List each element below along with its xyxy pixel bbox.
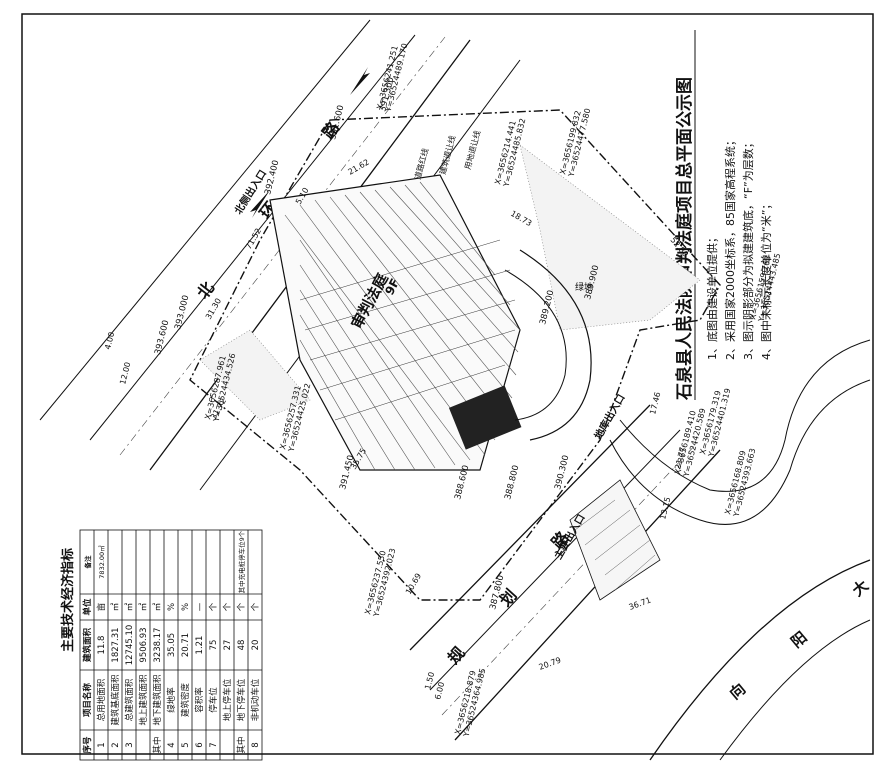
table-header-cell: 备注 bbox=[83, 555, 92, 570]
table-cell: 48 bbox=[237, 640, 247, 651]
note-3: 3、图示阴影部分为拟建建筑底，“F”为层数； bbox=[741, 137, 755, 360]
elev-9: 388.800 bbox=[503, 464, 521, 501]
table-cell: 6 bbox=[195, 742, 205, 747]
dim-1: 21.62 bbox=[347, 157, 371, 176]
table-cell: 8 bbox=[251, 742, 261, 747]
dim-14: 20.79 bbox=[538, 656, 563, 672]
dim-11: 10.69 bbox=[404, 572, 423, 596]
elev-4: 393.600 bbox=[153, 319, 171, 356]
dim-10: 4.00 bbox=[103, 331, 116, 350]
table-cell: ㎡ bbox=[153, 602, 163, 611]
green-area: 绿地 bbox=[199, 144, 701, 421]
table-cell: 1827.31 bbox=[111, 627, 121, 662]
table-cell: 75 bbox=[209, 640, 219, 651]
drawing-frame bbox=[21, 13, 874, 755]
table-cell: 非机动车位 bbox=[250, 678, 261, 721]
coord-10: X=3656237.550Y=36524392.023 bbox=[363, 545, 397, 618]
driveway-inner bbox=[504, 269, 567, 421]
note-2: 2、采用国家2000坐标系，85国家高程系统； bbox=[723, 135, 737, 360]
road-label-xiangyang: 向 阳 大 道 bbox=[726, 506, 888, 703]
table-cell: 建筑基底面积 bbox=[110, 674, 121, 726]
table-cell: ㎡ bbox=[139, 602, 149, 611]
table-cell: 容积率 bbox=[194, 687, 205, 713]
tech-index-table: 主要技术经济指标 序号 项目名称 建筑面积 单位 备注 1 总用地面积 11.8 亩 7832.0… bbox=[60, 529, 263, 761]
table-header-cell: 项目名称 bbox=[82, 683, 93, 718]
table-title: 主要技术经济指标 bbox=[60, 548, 76, 652]
table-cell: % bbox=[181, 603, 191, 611]
table-cell: 地上停车位 bbox=[222, 678, 233, 721]
north-arrow-icon bbox=[250, 190, 270, 218]
table-cell: 其中充电桩停车位9个 bbox=[237, 530, 246, 593]
dim-12: 6.00 bbox=[433, 681, 446, 700]
table-cell: 27 bbox=[223, 640, 233, 651]
coord-11: X=3656218.879Y=36524364.985 bbox=[453, 665, 487, 738]
setback-label-3: 道路红线 bbox=[412, 147, 430, 180]
table-cell: 20 bbox=[251, 640, 261, 651]
building-floors: 9F bbox=[382, 276, 402, 297]
site-boundary bbox=[189, 109, 721, 601]
elev-3: 393.000 bbox=[173, 294, 191, 331]
table-cell: 5 bbox=[181, 742, 191, 747]
table-cell: 3238.17 bbox=[153, 627, 163, 662]
table-cell: 绿地率 bbox=[166, 687, 177, 713]
east-arrow-icon bbox=[350, 67, 370, 95]
table-cell: 1.21 bbox=[195, 636, 205, 655]
table-cell: 地上建筑面积 bbox=[138, 674, 149, 726]
coord-3: X=3656199.832Y=36524477.580 bbox=[558, 105, 592, 178]
driveway bbox=[519, 249, 592, 441]
setback-label-1: 用地退让线 bbox=[462, 129, 482, 170]
table-cell: ㎡ bbox=[111, 602, 121, 611]
table-header-cell: 序号 bbox=[82, 736, 93, 755]
table-cell: 7 bbox=[209, 742, 219, 747]
note-4: 4、图中未标示长度单位为“米”； bbox=[759, 199, 773, 360]
table-cell: 建筑密度 bbox=[180, 683, 191, 718]
table-cell: 9506.93 bbox=[139, 627, 149, 662]
dim-9: 12.00 bbox=[118, 361, 132, 385]
table-cell: 个 bbox=[237, 602, 247, 611]
table-header-cell: 建筑面积 bbox=[82, 628, 93, 664]
table-cell: 总建筑面积 bbox=[124, 678, 135, 721]
table-cell: — bbox=[195, 602, 205, 611]
table-cell: 2 bbox=[111, 742, 121, 747]
elev-7: 390.300 bbox=[553, 454, 571, 491]
table-cell: 亩 bbox=[96, 603, 107, 612]
table-cell: 3 bbox=[125, 742, 135, 747]
table-cell: 个 bbox=[223, 602, 233, 611]
table-cell: 1 bbox=[97, 742, 107, 747]
dim-5: 18.73 bbox=[509, 209, 533, 228]
table-cell: 11.8 bbox=[97, 636, 107, 655]
coord-9: X=3656168.809Y=36524393.663 bbox=[723, 445, 757, 518]
title-block: 石泉县人民法院审判法庭项目总平面公示图 1、底图由建设单位提供； 2、采用国家2… bbox=[674, 30, 773, 401]
table-cell: 个 bbox=[209, 602, 219, 611]
main-building: 审判法庭 9F bbox=[269, 174, 522, 471]
table-cell: 20.71 bbox=[181, 633, 191, 657]
table-cell: 4 bbox=[167, 742, 177, 747]
table-cell: 12745.10 bbox=[125, 625, 135, 666]
table-cell: 其中 bbox=[152, 736, 163, 753]
setback-label-2: 建筑退让线 bbox=[437, 134, 457, 175]
table-cell: 停车位 bbox=[208, 687, 219, 713]
dim-15: 36.71 bbox=[628, 596, 653, 612]
drawing-title: 石泉县人民法院审判法庭项目总平面公示图 bbox=[674, 77, 695, 401]
table-cell: 地下建筑面积 bbox=[152, 674, 163, 726]
dim-13: 1.50 bbox=[423, 671, 436, 690]
table-cell: 个 bbox=[251, 602, 261, 611]
table-header-cell: 单位 bbox=[82, 598, 93, 616]
table-cell: % bbox=[167, 603, 177, 611]
table-cell: 35.05 bbox=[167, 633, 177, 657]
dim-18: 17.46 bbox=[648, 391, 662, 415]
table-cell: ㎡ bbox=[125, 602, 135, 611]
table-cell: 地下停车位 bbox=[236, 678, 247, 721]
table-cell: 其中 bbox=[236, 736, 247, 753]
table-cell: 7832.00㎡ bbox=[97, 545, 106, 579]
note-1: 1、底图由建设单位提供； bbox=[705, 232, 719, 360]
green-label: 绿地 bbox=[575, 281, 593, 293]
landscape-plaza bbox=[569, 479, 661, 601]
elev-12: 389.200 bbox=[538, 289, 556, 326]
table-cell: 总用地面积 bbox=[96, 678, 107, 721]
